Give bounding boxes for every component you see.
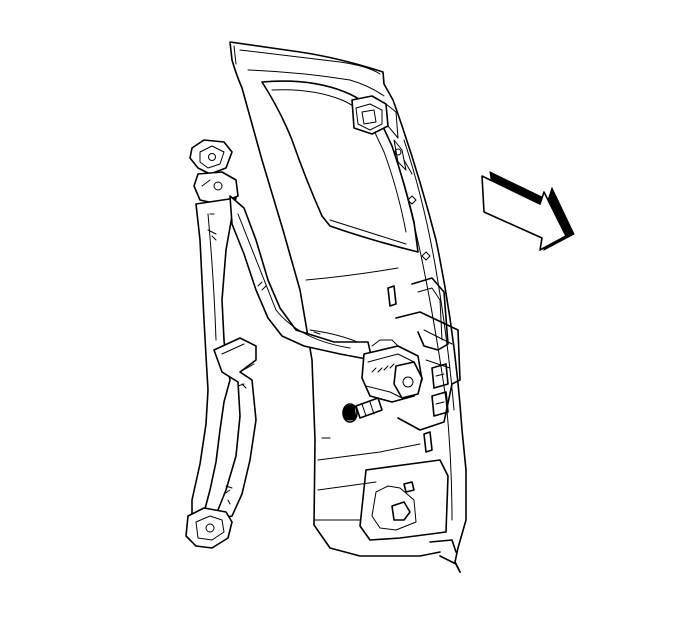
door-slot-lower: [423, 431, 433, 453]
door-bottom-corner: [313, 524, 461, 573]
lower-cavity: [359, 459, 449, 541]
arrow-body: [481, 175, 567, 251]
webbing-lower-loop: [213, 337, 257, 521]
lower-cavity-inner: [371, 485, 417, 531]
window-opening: [261, 80, 419, 253]
pillar-trim-lines: [391, 139, 455, 521]
webbing-front-strap: [191, 197, 237, 523]
door-slot-upper: [387, 285, 397, 307]
door-panel: [229, 41, 467, 573]
lower-boss: [391, 501, 411, 521]
direction-arrow: [481, 171, 575, 252]
pillar-trim-holes: [407, 195, 431, 261]
upper-guide-plate: [189, 139, 233, 175]
seat-belt-webbing: [185, 139, 373, 549]
door-inner-contour: [305, 267, 421, 521]
door-top-flange: [233, 45, 381, 75]
lower-anchor-plate: [185, 507, 233, 549]
upper-latch: [351, 95, 413, 175]
retractor-bolt: [342, 397, 383, 423]
door-outer-edge: [229, 41, 467, 573]
webbing-rear-strap: [229, 195, 373, 361]
retractor-bracket: [395, 277, 461, 431]
lower-small-hole: [403, 481, 415, 493]
belt-retractor: [361, 339, 423, 403]
door-top-flange-inner: [247, 69, 385, 97]
